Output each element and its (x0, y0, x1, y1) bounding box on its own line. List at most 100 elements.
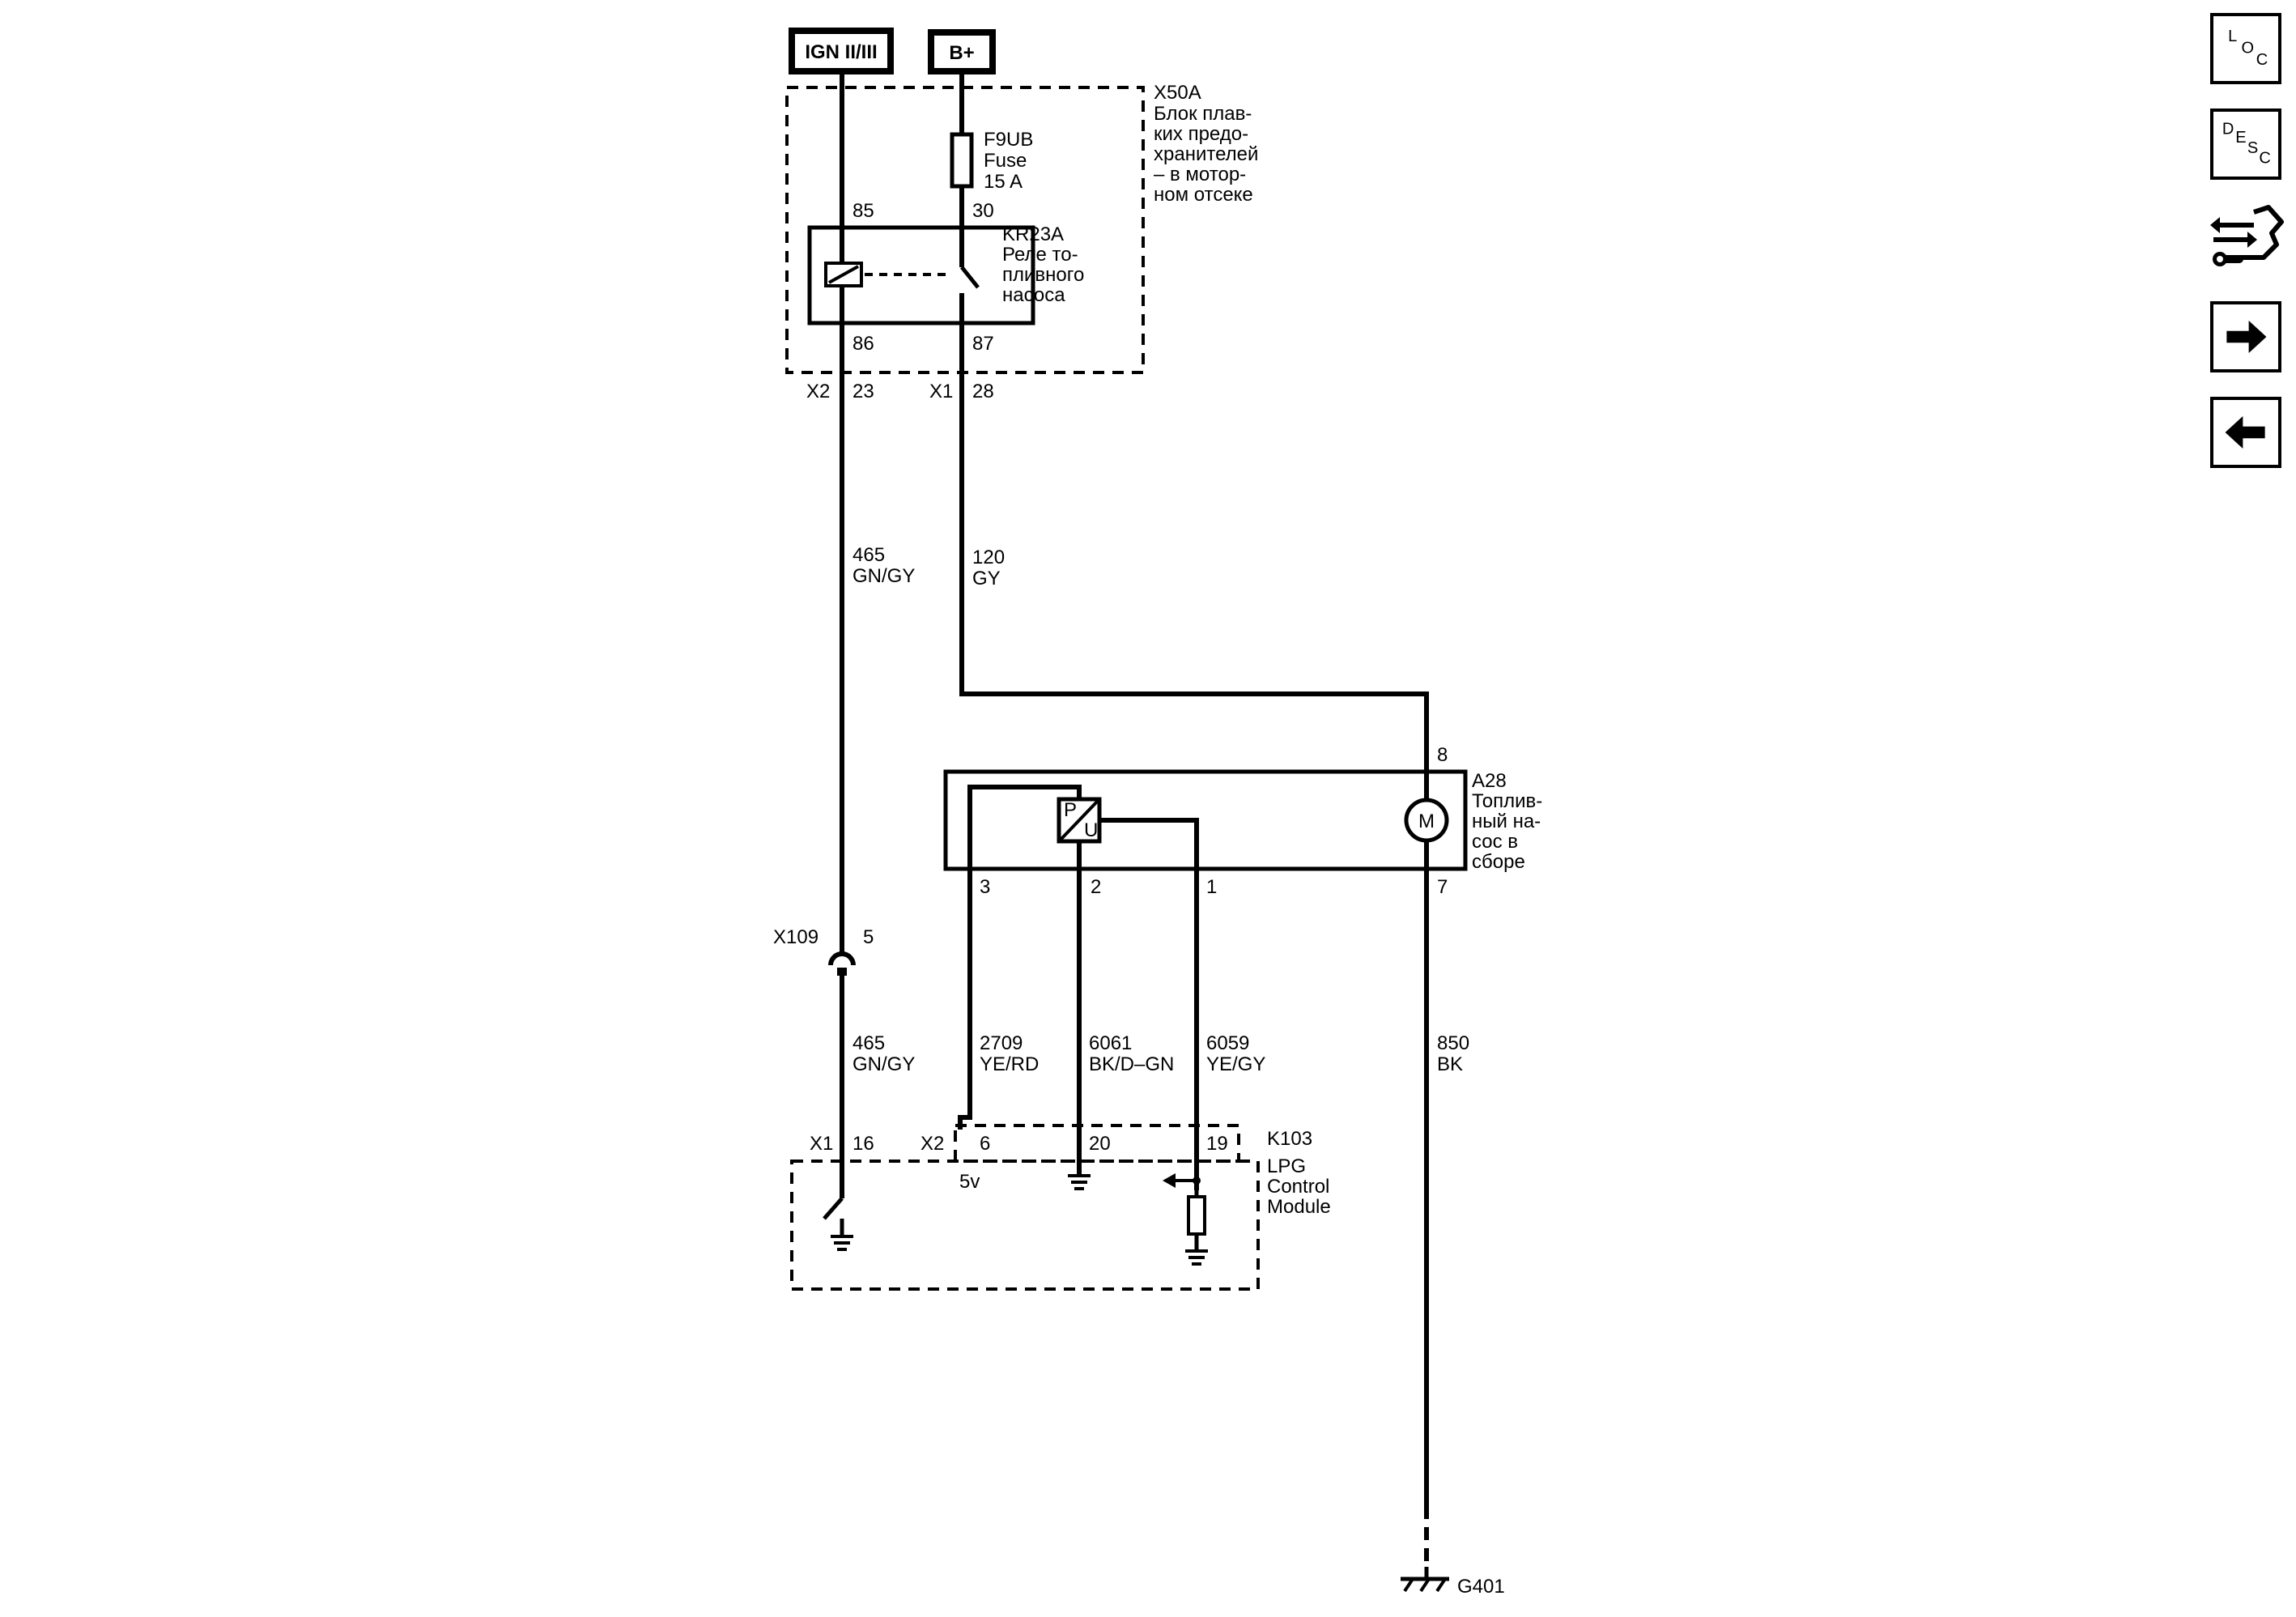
pump-assembly-box (943, 769, 1468, 871)
wire-2709-color: YE/RD (980, 1053, 1039, 1075)
module-desc-1: LPG (1267, 1155, 1306, 1177)
ground-g401-label: G401 (1457, 1576, 1505, 1598)
description-button[interactable]: D E S C (2210, 109, 2281, 180)
module-pin-6: 6 (980, 1133, 990, 1155)
inline-connector-x109 (828, 951, 856, 976)
fuse-label: Fuse (984, 150, 1027, 172)
module-desc-3: Module (1267, 1196, 1331, 1218)
desc-s: S (2247, 139, 2258, 157)
module-pin-20: 20 (1089, 1133, 1111, 1155)
ground-symbol-module-switch (831, 1235, 853, 1251)
description-icon: D E S C (2222, 120, 2271, 168)
relay-pin-86: 86 (852, 333, 874, 355)
wire-850-color: BK (1437, 1053, 1463, 1075)
relay-pin-30: 30 (972, 200, 994, 222)
fuse-block-id: X50A (1154, 82, 1201, 104)
fuse-rating: 15 A (984, 171, 1023, 193)
wire-120-num: 120 (972, 547, 1005, 568)
module-x1-label: X1 (810, 1133, 833, 1155)
fuse-block-desc-4: – в мотор- (1154, 164, 1246, 185)
relay-pin-85: 85 (852, 200, 874, 222)
pump-pin-8: 8 (1437, 744, 1448, 766)
relay-desc-2: пливного (1002, 264, 1084, 286)
pump-pin-3: 3 (980, 876, 990, 898)
module-signal-input (1163, 1173, 1206, 1251)
location-button[interactable]: L O C (2210, 13, 2281, 84)
next-page-button[interactable] (2210, 301, 2281, 372)
relay-pin-87: 87 (972, 333, 994, 355)
wire-465-a-color: GN/GY (852, 565, 915, 587)
wire-2709-num: 2709 (980, 1032, 1023, 1054)
relay-id: KR23A (1002, 223, 1064, 245)
ground-symbol-module-20 (1068, 1174, 1091, 1190)
wire-465-b-num: 465 (852, 1032, 885, 1054)
connector-x2-label: X2 (806, 381, 830, 402)
module-5v-label: 5v (959, 1171, 980, 1193)
x109-label: X109 (773, 926, 818, 948)
pump-pin-1: 1 (1206, 876, 1217, 898)
relay-box (807, 225, 1035, 326)
fuse-block-desc-3: хранителей (1154, 143, 1258, 165)
fuse-block-desc-2: ких предо- (1154, 123, 1248, 145)
previous-page-button[interactable] (2210, 397, 2281, 468)
pump-pin-2: 2 (1091, 876, 1101, 898)
desc-e: E (2235, 129, 2246, 147)
wire-6059-color: YE/GY (1206, 1053, 1265, 1075)
module-id: K103 (1267, 1128, 1312, 1150)
fuse-block-desc-1: Блок плав- (1154, 103, 1252, 125)
arrow-left-icon (2225, 416, 2265, 449)
wire-2709-route (958, 869, 972, 1130)
module-x2-label: X2 (921, 1133, 944, 1155)
ground-symbol-module-19 (1185, 1249, 1208, 1266)
bplus-source: B+ (928, 29, 996, 74)
loc-l: L (2228, 28, 2237, 45)
fuse-symbol (950, 132, 974, 189)
ign-source-label: IGN II/III (805, 41, 877, 63)
module-desc-2: Control (1267, 1176, 1329, 1198)
connector-repair-button[interactable] (2207, 201, 2285, 279)
connector-x1-label: X1 (929, 381, 953, 402)
sensor-u-label: U (1084, 819, 1098, 841)
pump-id: A28 (1472, 770, 1507, 792)
fuse-block-enclosure (785, 86, 1145, 374)
motor-symbol: M (1404, 798, 1449, 843)
pump-desc-3: сос в (1472, 831, 1518, 853)
relay-switch-symbol (959, 186, 980, 324)
motor-label: M (1418, 811, 1435, 832)
relay-desc-1: Реле то- (1002, 244, 1078, 266)
connector-x2-pin: 23 (852, 381, 874, 402)
pump-pin-7: 7 (1437, 876, 1448, 898)
wire-120-route (959, 324, 1429, 777)
wire-sensor-to-pin1 (1099, 818, 1199, 869)
desc-d: D (2222, 120, 2234, 138)
bplus-source-label: B+ (949, 42, 974, 64)
location-icon: L O C (2228, 28, 2268, 69)
wire-120-color: GY (972, 568, 1001, 589)
chassis-ground-g401-symbol (1401, 1567, 1449, 1593)
module-x2-connector-outline (954, 1124, 1240, 1163)
wire-6059-num: 6059 (1206, 1032, 1249, 1054)
pump-desc-2: ный на- (1472, 811, 1541, 832)
loc-c: C (2256, 51, 2268, 69)
loc-o: O (2242, 39, 2255, 57)
connector-x1-pin: 28 (972, 381, 994, 402)
wire-6061-num: 6061 (1089, 1032, 1132, 1054)
fuse-block-desc-5: ном отсеке (1154, 184, 1253, 206)
module-x1-pin: 16 (852, 1133, 874, 1155)
module-enclosure (790, 1160, 1260, 1291)
pressure-sensor-symbol: P U (1057, 797, 1102, 844)
module-pin-19: 19 (1206, 1133, 1228, 1155)
wire-465-b-color: GN/GY (852, 1053, 915, 1075)
desc-c: C (2259, 150, 2270, 168)
wire-850-num: 850 (1437, 1032, 1469, 1054)
relay-coil-symbol (824, 262, 947, 287)
pump-desc-1: Топлив- (1472, 790, 1542, 812)
fuse-id: F9UB (984, 129, 1033, 151)
relay-desc-3: насоса (1002, 284, 1065, 306)
module-low-side-switch (823, 1197, 844, 1236)
ign-source: IGN II/III (789, 28, 894, 74)
sensor-p-label: P (1064, 799, 1077, 821)
connector-wrench-icon (2210, 205, 2284, 266)
wire-sensor-to-pin3 (967, 785, 1082, 869)
